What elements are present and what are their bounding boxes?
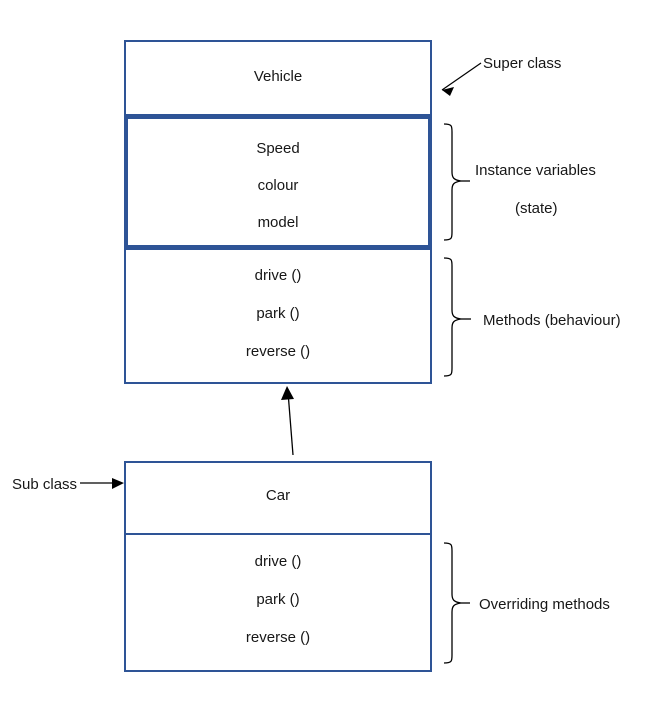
vehicle-class-name: Vehicle <box>253 68 303 85</box>
vehicle-method-park: park () <box>256 305 300 322</box>
inheritance-arrow <box>281 386 294 456</box>
vehicle-attributes-compartment: Speed colour model <box>124 115 432 249</box>
annotation-overriding-methods: Overriding methods <box>479 596 610 613</box>
car-class-name: Car <box>265 487 291 504</box>
annotation-instance-variables-state: (state) <box>515 200 558 217</box>
vehicle-methods-compartment: drive () park () reverse () <box>124 248 432 384</box>
car-method-reverse: reverse () <box>245 629 311 646</box>
overriding-methods-brace <box>443 542 470 664</box>
car-methods-compartment: drive () park () reverse () <box>124 533 432 672</box>
sub-class-pointer-arrow <box>80 478 124 489</box>
annotation-instance-variables: Instance variables <box>475 162 596 179</box>
vehicle-attribute-model: model <box>257 214 299 231</box>
annotation-sub-class: Sub class <box>12 476 78 493</box>
methods-behaviour-brace <box>443 257 471 377</box>
vehicle-method-drive: drive () <box>254 267 302 284</box>
vehicle-attribute-speed: Speed <box>256 140 300 157</box>
car-name-compartment: Car <box>124 461 432 535</box>
instance-variables-brace <box>443 123 470 241</box>
vehicle-name-compartment: Vehicle <box>124 40 432 116</box>
car-method-drive: drive () <box>254 553 302 570</box>
vehicle-method-reverse: reverse () <box>245 343 311 360</box>
super-class-pointer-arrow <box>441 62 482 96</box>
annotation-methods-behaviour: Methods (behaviour) <box>483 312 621 329</box>
vehicle-attribute-colour: colour <box>257 177 299 194</box>
car-method-park: park () <box>256 591 300 608</box>
annotation-super-class: Super class <box>483 55 562 72</box>
